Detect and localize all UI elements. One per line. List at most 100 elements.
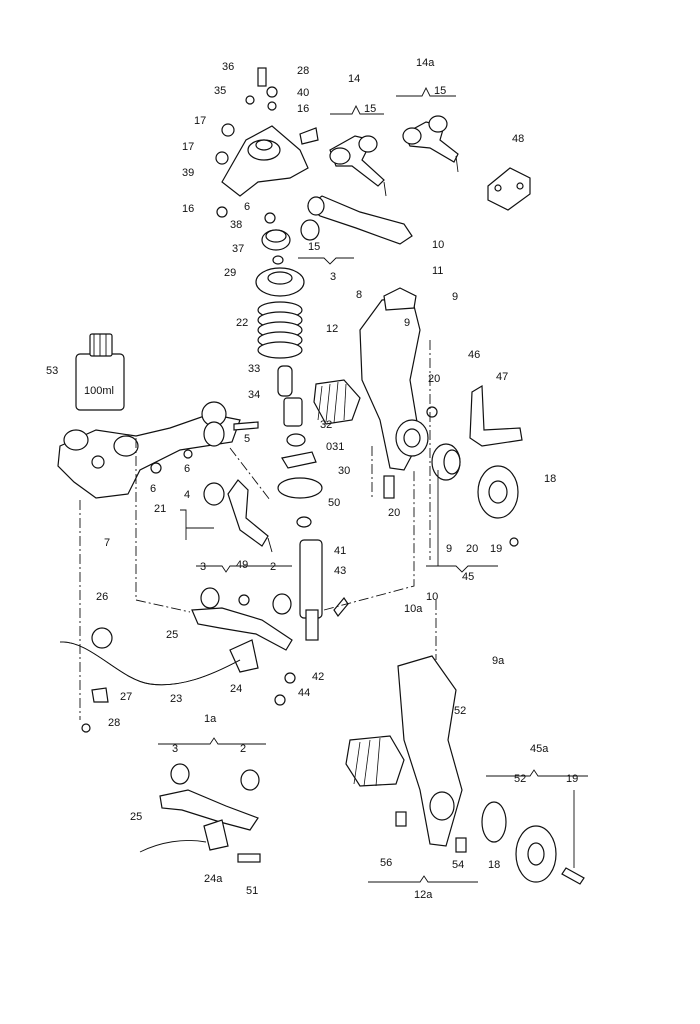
oil-bottle-53	[75, 333, 125, 411]
label-42: 42	[312, 671, 324, 683]
upper-control-arm-14	[329, 135, 387, 197]
label-12a: 12a	[414, 889, 433, 901]
label-48: 48	[512, 133, 524, 145]
label-46: 46	[468, 349, 480, 361]
label-28: 28	[297, 65, 309, 77]
label-49: 49	[236, 559, 248, 571]
assembly-dash-lines	[79, 340, 437, 720]
label-53: 53	[46, 365, 58, 377]
label-9: 9	[404, 317, 410, 329]
upper-mount-bracket	[215, 67, 319, 224]
label-19: 19	[566, 773, 578, 785]
label-20: 20	[388, 507, 400, 519]
label-3: 3	[200, 561, 206, 573]
label-6: 6	[184, 463, 190, 475]
label-30: 30	[338, 465, 350, 477]
label-20: 20	[428, 373, 440, 385]
label-54: 54	[452, 859, 464, 871]
label-15: 15	[308, 241, 320, 253]
label-25: 25	[166, 629, 178, 641]
label-4: 4	[184, 489, 190, 501]
label-28: 28	[108, 717, 120, 729]
part-labels: 36 28 35 40 16 14 14a 15 15 17 17 39 48 …	[46, 57, 578, 901]
label-21: 21	[154, 503, 166, 515]
label-52: 52	[514, 773, 526, 785]
label-14a: 14a	[416, 57, 435, 69]
label-36: 36	[222, 61, 234, 73]
label-26: 26	[96, 591, 108, 603]
wheel-hub-18	[431, 443, 519, 547]
label-37: 37	[232, 243, 244, 255]
driveshaft-joint-32	[313, 379, 361, 425]
label-1a: 1a	[204, 713, 217, 725]
label-3: 3	[330, 271, 336, 283]
label-12: 12	[326, 323, 338, 335]
label-24: 24	[230, 683, 242, 695]
wheel-bearing-housing-12	[359, 287, 438, 499]
label-41: 41	[334, 545, 346, 557]
label-16: 16	[297, 103, 309, 115]
label-031: 031	[326, 441, 344, 453]
label-29: 29	[224, 267, 236, 279]
label-11: 11	[432, 265, 443, 277]
label-27: 27	[120, 691, 132, 703]
label-9: 9	[446, 543, 452, 555]
label-8: 8	[356, 289, 362, 301]
label-2: 2	[270, 561, 276, 573]
label-45a: 45a	[530, 743, 549, 755]
lower-arm-21	[203, 479, 273, 553]
label-9a: 9a	[492, 655, 505, 667]
label-6: 6	[150, 483, 156, 495]
upper-control-arm-14a	[402, 115, 459, 173]
subframe	[57, 401, 259, 499]
cover-plate-48	[487, 167, 531, 211]
label-39: 39	[182, 167, 194, 179]
label-3: 3	[172, 743, 178, 755]
label-9: 9	[452, 291, 458, 303]
detail-45a-hub	[481, 769, 588, 885]
label-10: 10	[426, 591, 438, 603]
label-20: 20	[466, 543, 478, 555]
strut-stack	[255, 229, 349, 706]
label-44: 44	[298, 687, 310, 699]
label-15: 15	[364, 103, 376, 115]
label-7: 7	[104, 537, 110, 549]
label-56: 56	[380, 857, 392, 869]
upper-link-arm-3	[300, 195, 413, 245]
label-17: 17	[182, 141, 194, 153]
bottle-label: 100ml	[84, 385, 114, 397]
label-24a: 24a	[204, 873, 223, 885]
label-2: 2	[240, 743, 246, 755]
sensor-bracket-46	[469, 384, 523, 447]
label-16: 16	[182, 203, 194, 215]
label-18: 18	[544, 473, 556, 485]
label-18: 18	[488, 859, 500, 871]
label-22: 22	[236, 317, 248, 329]
label-10a: 10a	[404, 603, 423, 615]
stabilizer-bar-23	[59, 627, 241, 733]
label-17: 17	[194, 115, 206, 127]
label-10: 10	[432, 239, 444, 251]
label-33: 33	[248, 363, 260, 375]
label-19: 19	[490, 543, 502, 555]
lower-arm-assembly	[191, 587, 293, 673]
label-25: 25	[130, 811, 142, 823]
label-52: 52	[454, 705, 466, 717]
label-38: 38	[230, 219, 242, 231]
label-47: 47	[496, 371, 508, 383]
label-5: 5	[244, 433, 250, 445]
label-45: 45	[462, 571, 474, 583]
label-23: 23	[170, 693, 182, 705]
label-40: 40	[297, 87, 309, 99]
label-32: 32	[320, 419, 332, 431]
label-43: 43	[334, 565, 346, 577]
label-34: 34	[248, 389, 260, 401]
detail-1a-lower-arm	[139, 737, 266, 863]
label-6: 6	[244, 201, 250, 213]
label-15: 15	[434, 85, 446, 97]
label-51: 51	[246, 885, 258, 897]
label-50: 50	[328, 497, 340, 509]
label-35: 35	[214, 85, 226, 97]
group-brackets	[180, 86, 498, 573]
